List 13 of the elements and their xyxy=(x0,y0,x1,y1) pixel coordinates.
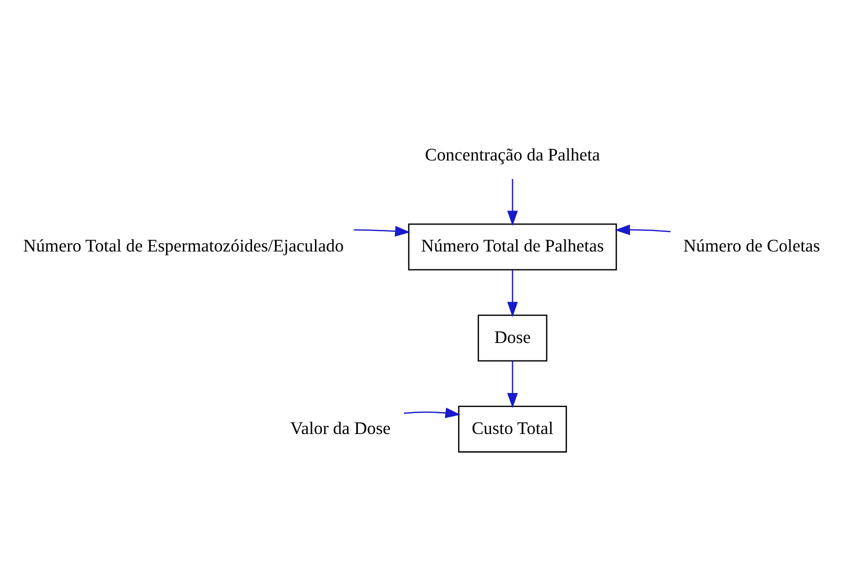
arrow xyxy=(354,226,410,237)
node-box: Dose xyxy=(478,314,548,362)
arrow xyxy=(507,270,518,318)
arrow xyxy=(614,224,671,236)
arrow xyxy=(404,408,461,418)
node-text: Valor da Dose xyxy=(290,418,391,438)
arrow xyxy=(507,361,518,408)
node-box: Número Total de Palhetas xyxy=(408,224,617,270)
node-text: Concentração da Palheta xyxy=(425,144,600,165)
node-text: Número de Coletas xyxy=(683,236,820,256)
arrow xyxy=(507,179,518,226)
node-text: Número Total de Espermatozóides/Ejaculado xyxy=(23,236,344,256)
node-box: Custo Total xyxy=(458,406,567,453)
